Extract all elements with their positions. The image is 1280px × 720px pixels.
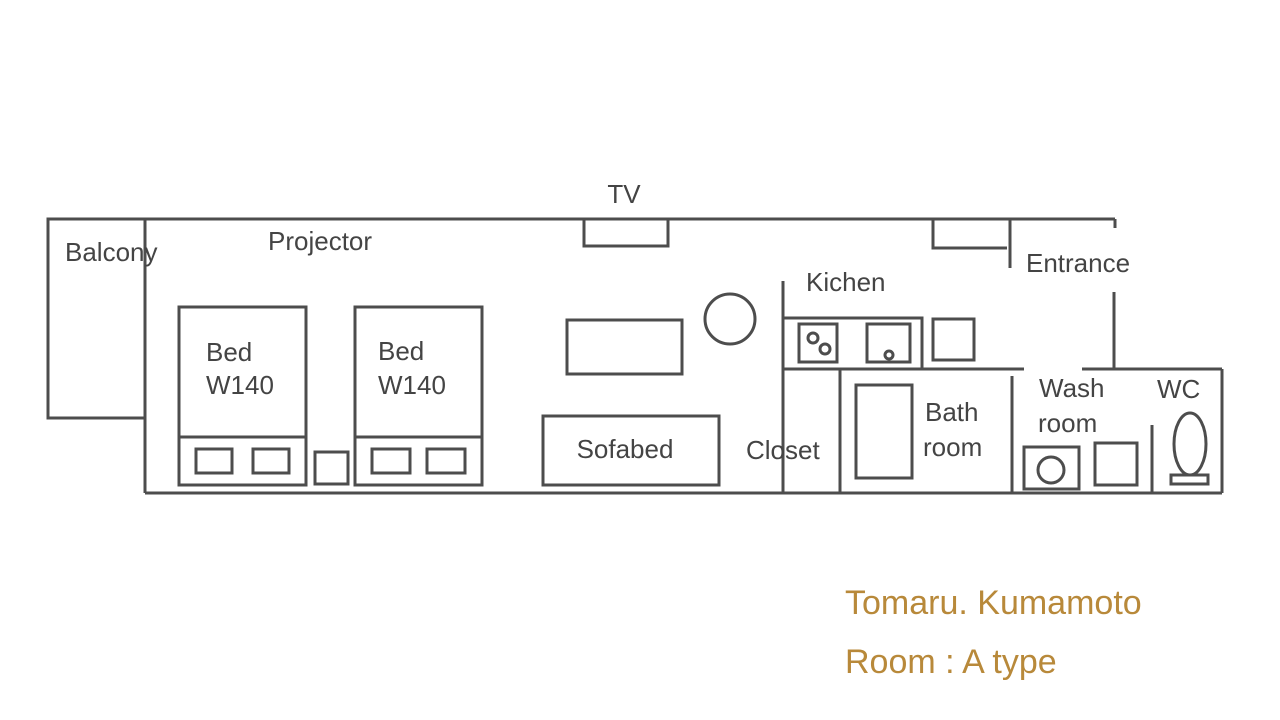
label-bed-1-size: W140 bbox=[206, 370, 274, 400]
nightstand bbox=[313, 450, 350, 486]
label-bathroom: Bath bbox=[925, 397, 979, 427]
tv-stand bbox=[582, 217, 670, 248]
label-washroom-2: room bbox=[1038, 408, 1097, 438]
sink bbox=[865, 322, 912, 364]
sofabed bbox=[541, 414, 721, 487]
round-table bbox=[703, 292, 757, 346]
fridge bbox=[931, 317, 976, 362]
bathtub bbox=[854, 383, 914, 480]
kitchen-counter bbox=[783, 316, 924, 369]
label-kitchen: Kichen bbox=[806, 267, 886, 297]
bed-2 bbox=[353, 305, 484, 487]
stove bbox=[797, 322, 839, 364]
coffee-table bbox=[565, 318, 684, 376]
pillow bbox=[370, 447, 412, 475]
label-bathroom-2: room bbox=[923, 432, 982, 462]
label-wc: WC bbox=[1157, 374, 1200, 404]
burner bbox=[806, 331, 820, 345]
outer-walls bbox=[143, 217, 1224, 495]
washing-machine bbox=[1022, 445, 1081, 491]
label-tv: TV bbox=[607, 179, 641, 209]
interior-walls bbox=[781, 219, 1154, 493]
shoe-shelf bbox=[931, 219, 1007, 250]
label-projector: Projector bbox=[268, 226, 372, 256]
wash-basin bbox=[1093, 441, 1139, 487]
toilet bbox=[1169, 411, 1210, 486]
balcony-area bbox=[46, 217, 145, 420]
label-washroom: Wash bbox=[1039, 373, 1105, 403]
pillow bbox=[194, 447, 234, 475]
label-bed-1: Bed bbox=[206, 337, 252, 367]
label-sofabed: Sofabed bbox=[577, 434, 674, 464]
room-type: Room : A type bbox=[845, 643, 1057, 681]
label-closet: Closet bbox=[746, 435, 820, 465]
pillow bbox=[425, 447, 467, 475]
label-bed-2-size: W140 bbox=[378, 370, 446, 400]
burner bbox=[818, 342, 832, 356]
label-balcony: Balcony bbox=[65, 237, 158, 267]
drain bbox=[883, 349, 895, 361]
label-bed-2: Bed bbox=[378, 336, 424, 366]
property-name: Tomaru. Kumamoto bbox=[845, 584, 1142, 622]
bed-1 bbox=[177, 305, 308, 487]
pillow bbox=[251, 447, 291, 475]
label-entrance: Entrance bbox=[1026, 248, 1130, 278]
